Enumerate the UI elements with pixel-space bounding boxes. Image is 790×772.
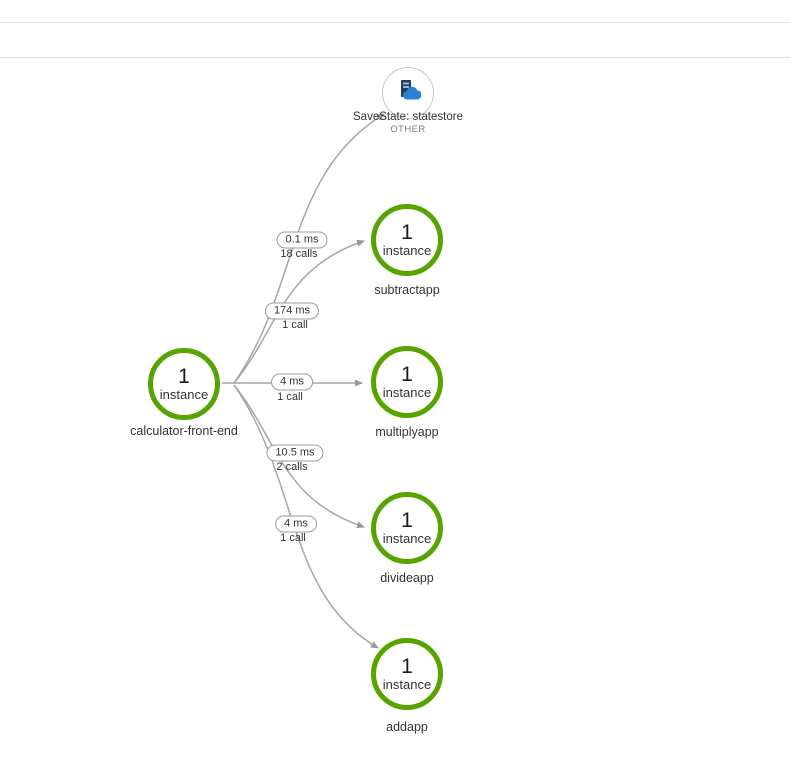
- service-node-divideapp[interactable]: 1 instance: [371, 492, 443, 564]
- secondary-toolbar-strip: [0, 23, 790, 58]
- edge-calculator-to-subtractapp[interactable]: [233, 239, 365, 384]
- edge-calls-label-divideapp: 2 calls: [276, 461, 308, 473]
- statestore-type: OTHER: [390, 124, 426, 135]
- top-toolbar-strip: [0, 0, 790, 23]
- instance-count-label: instance: [159, 387, 209, 402]
- instance-count-label: instance: [382, 385, 432, 400]
- instance-count: 1: [401, 221, 413, 244]
- edge-calls-label-addapp: 1 call: [280, 532, 306, 544]
- edge-latency-badge-addapp[interactable]: 4 ms: [275, 515, 317, 533]
- edge-latency-badge-subtractapp[interactable]: 174 ms: [264, 302, 320, 320]
- node-label-subtractapp: subtractapp: [374, 283, 440, 297]
- service-node-subtractapp[interactable]: 1 instance: [371, 204, 443, 276]
- component-node-statestore[interactable]: [382, 67, 434, 119]
- instance-count: 1: [401, 509, 413, 532]
- node-label-multiplyapp: multiplyapp: [375, 425, 439, 439]
- node-label-addapp: addapp: [386, 720, 428, 734]
- instance-count: 1: [401, 363, 413, 386]
- instance-count: 1: [401, 655, 413, 678]
- service-node-multiplyapp[interactable]: 1 instance: [371, 346, 443, 418]
- statestore-name: SaveState: statestore: [353, 111, 463, 123]
- service-node-addapp[interactable]: 1 instance: [371, 638, 443, 710]
- instance-count-label: instance: [382, 243, 432, 258]
- instance-count-label: instance: [382, 677, 432, 692]
- node-label-statestore: SaveState: statestore OTHER: [298, 111, 518, 135]
- service-node-calculator-front-end[interactable]: 1 instance: [148, 348, 220, 420]
- instance-count-label: instance: [382, 531, 432, 546]
- instance-count: 1: [178, 365, 190, 388]
- node-label-calculator-front-end: calculator-front-end: [130, 424, 238, 438]
- edge-calculator-to-divideapp[interactable]: [233, 384, 365, 529]
- edge-latency-badge-divideapp[interactable]: 10.5 ms: [266, 444, 324, 462]
- edge-calls-label-statestore: 18 calls: [280, 248, 318, 260]
- edge-calls-label-multiplyapp: 1 call: [277, 391, 303, 403]
- edge-latency-badge-statestore[interactable]: 0.1 ms: [276, 231, 328, 249]
- node-label-divideapp: divideapp: [380, 571, 434, 585]
- edge-latency-badge-multiplyapp[interactable]: 4 ms: [271, 373, 313, 391]
- statestore-server-cloud-icon: [395, 78, 422, 109]
- edge-calls-label-subtractapp: 1 call: [282, 319, 308, 331]
